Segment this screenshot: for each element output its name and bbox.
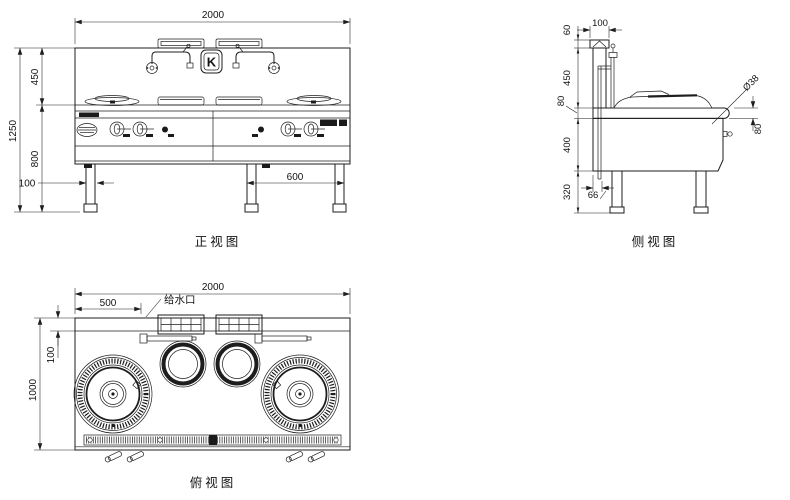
faucet-side [608, 43, 618, 108]
ignition-button-right[interactable] [252, 126, 264, 138]
wok-burner-right-front [286, 95, 342, 106]
dim-side-leg-height: 320 [562, 184, 573, 200]
rating-plate [320, 119, 337, 126]
backsplash-side [592, 47, 607, 109]
water-pot-cover-left [157, 96, 205, 106]
dim-side-drain-offset: 66 [588, 190, 599, 201]
side-legs [609, 170, 709, 214]
front-legs [83, 163, 347, 213]
body-side [592, 117, 724, 172]
control-knob-4[interactable] [303, 121, 325, 137]
dim-front-leg-spacing: 600 [287, 172, 304, 183]
brand-logo-letter: K [207, 55, 217, 70]
dim-top-inlet-offset: 500 [100, 298, 117, 309]
wok-burner-left-front [84, 95, 140, 106]
dim-front-backsplash-height: 450 [30, 68, 41, 85]
dim-front-body-height: 800 [30, 150, 41, 167]
panel-logo-oval [76, 123, 98, 137]
back-shelf-grate-left [157, 38, 205, 49]
front-view-title: 正视图 [195, 234, 242, 249]
top-view: 2000 500 给水口 100 1000 俯视图 [28, 282, 351, 490]
wok-burner-right-top [260, 354, 340, 434]
water-pot-left-top [159, 340, 207, 388]
water-inlet-label: 给水口 [164, 293, 196, 306]
control-panel [76, 121, 325, 138]
faucet-right [232, 43, 280, 74]
dim-front-overall-height: 1250 [8, 119, 19, 142]
side-view: 60 450 80 400 320 100 80 Ø38 [556, 18, 764, 249]
wok-burner-left-top [73, 354, 153, 434]
brand-logo: K [200, 49, 223, 74]
side-knob [722, 131, 733, 137]
side-dimensions: 60 450 80 400 320 100 80 Ø38 [556, 18, 764, 214]
faucet-left [146, 43, 194, 74]
rating-plate-small [339, 119, 347, 126]
dim-side-front-edge-height: 80 [753, 124, 764, 135]
control-knob-1[interactable] [109, 121, 131, 137]
top-faucet-left [139, 333, 197, 344]
dim-side-worktop-thickness: 80 [556, 96, 567, 107]
dim-side-cap-height: 60 [562, 25, 573, 36]
side-view-title: 侧视图 [632, 234, 679, 249]
nameplate-left [79, 112, 99, 117]
top-faucet-right [254, 333, 312, 344]
dim-front-width: 2000 [202, 10, 225, 21]
drain-pipe [597, 65, 611, 180]
front-dimensions: 2000 1250 450 800 100 600 [8, 10, 351, 213]
dim-side-rail-diameter: Ø38 [741, 73, 761, 93]
top-grate-left [157, 314, 205, 335]
control-knob-3[interactable] [280, 121, 302, 137]
front-view: K [8, 10, 351, 249]
water-pot-right-top [213, 340, 261, 388]
dim-top-back-strip: 100 [46, 346, 57, 363]
water-pot-cover-right [215, 96, 263, 106]
underbody-fitting-right [262, 164, 270, 168]
top-dimensions: 2000 500 给水口 100 1000 [28, 282, 351, 451]
front-body-outline [74, 47, 351, 165]
control-knob-2[interactable] [132, 121, 154, 137]
top-knobs [104, 451, 325, 463]
wok-side-profile [613, 90, 713, 109]
top-view-title: 俯视图 [190, 475, 237, 490]
dim-side-top-depth: 100 [592, 18, 608, 29]
dim-top-width: 2000 [202, 282, 225, 293]
worktop-side [592, 107, 730, 119]
dim-top-depth: 1000 [28, 378, 39, 401]
dim-front-leg-inset: 100 [19, 179, 36, 190]
drain-channel [83, 434, 342, 446]
ignition-button-left[interactable] [162, 126, 174, 138]
dim-side-backsplash-height: 450 [562, 70, 573, 86]
top-grate-right [215, 314, 263, 335]
underbody-fitting-left [84, 164, 92, 168]
dim-side-body-height: 400 [562, 137, 573, 153]
